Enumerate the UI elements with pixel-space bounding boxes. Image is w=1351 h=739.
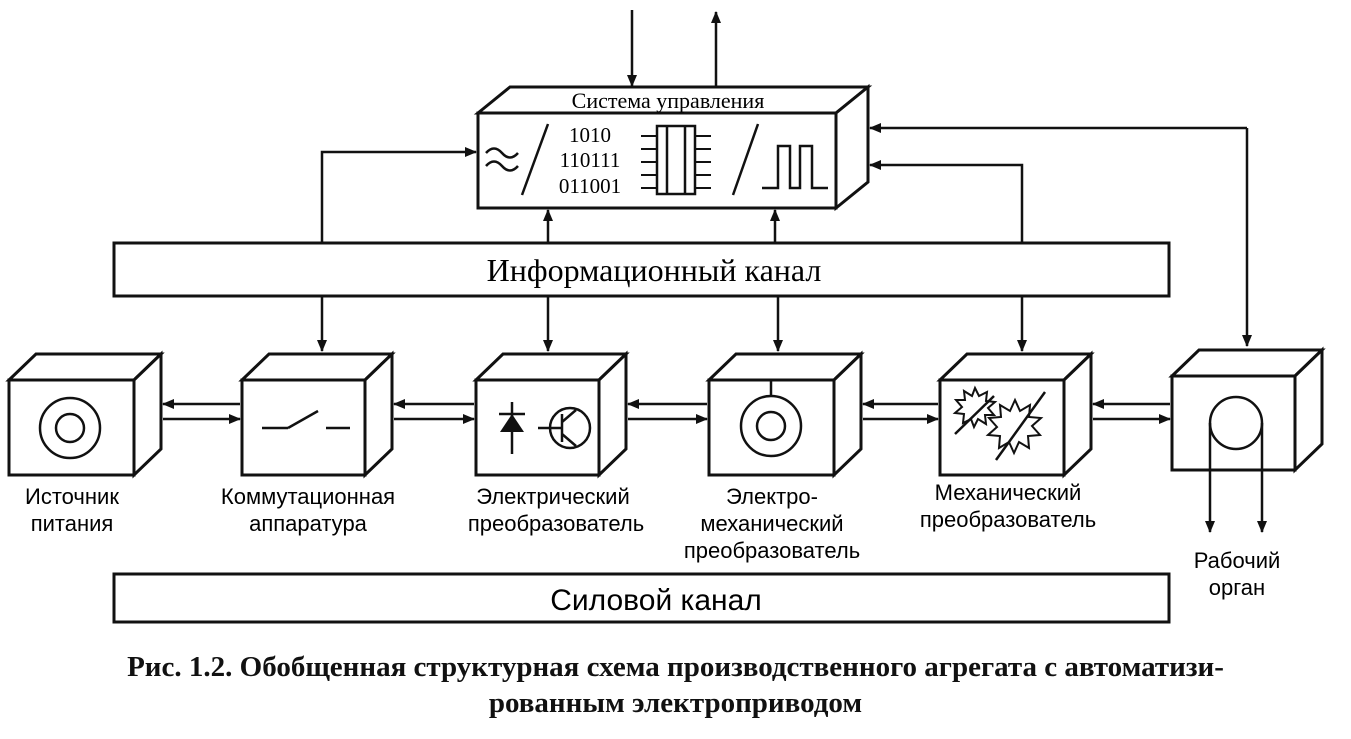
block-connections [162, 399, 1171, 424]
svg-text:преобразователь: преобразователь [468, 511, 644, 536]
label-power-source: Источник питания [25, 484, 119, 536]
switch-icon [262, 409, 350, 430]
info-channel-label: Информационный канал [487, 252, 822, 288]
info-channel-bar: Информационный канал [112, 241, 1171, 298]
svg-text:преобразователь: преобразователь [684, 538, 860, 563]
svg-text:питания: питания [31, 511, 114, 536]
svg-text:Механический: Механический [935, 480, 1082, 505]
label-switching: Коммутационная аппаратура [221, 484, 395, 536]
block-power-source [5, 350, 165, 479]
block-electromechanical-converter [705, 350, 865, 479]
power-channel-bar: Силовой канал [112, 572, 1171, 624]
binary-code-text: 1010 110111 011001 [559, 123, 621, 198]
svg-text:преобразователь: преобразователь [920, 507, 1096, 532]
figure-caption-line2: рованным электроприводом [488, 687, 863, 719]
gears-icon [952, 385, 1047, 461]
svg-text:1010: 1010 [569, 123, 611, 147]
svg-text:Коммутационная: Коммутационная [221, 484, 395, 509]
figure-caption-line1: Рис. 1.2. Обобщенная структурная схема п… [127, 651, 1224, 683]
block-working-member [1168, 346, 1326, 533]
block-switching [238, 350, 396, 479]
microchip-icon [641, 124, 711, 196]
circle-target-icon [38, 396, 102, 460]
svg-text:Источник: Источник [25, 484, 119, 509]
analog-signal-icon [485, 123, 550, 196]
svg-text:011001: 011001 [559, 174, 621, 198]
label-mechanical-converter: Механический преобразователь [920, 480, 1096, 532]
svg-text:аппаратура: аппаратура [249, 511, 368, 536]
svg-text:орган: орган [1209, 575, 1265, 600]
label-electromechanical-converter: Электро- механический преобразователь [684, 484, 860, 563]
svg-text:механический: механический [700, 511, 843, 536]
diode-transistor-icon [499, 402, 592, 454]
motor-icon [739, 380, 803, 458]
power-channel-label: Силовой канал [550, 584, 762, 617]
svg-text:Электро-: Электро- [726, 484, 818, 509]
pulse-signal-icon [731, 123, 828, 196]
svg-text:Рабочий: Рабочий [1194, 548, 1281, 573]
pulley-icon [1205, 395, 1267, 533]
block-electrical-converter [472, 350, 630, 479]
svg-text:110111: 110111 [560, 148, 621, 172]
label-working-member: Рабочий орган [1194, 548, 1281, 600]
svg-text:Электрический: Электрический [476, 484, 630, 509]
block-mechanical-converter [936, 350, 1095, 479]
control-system-block: Система управления 1010 110111 011001 [473, 83, 873, 212]
control-system-title: Система управления [572, 88, 765, 113]
label-electrical-converter: Электрический преобразователь [468, 484, 644, 536]
